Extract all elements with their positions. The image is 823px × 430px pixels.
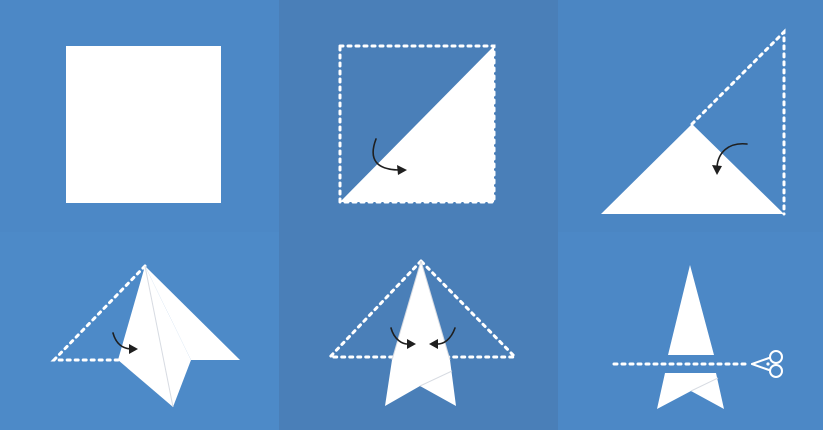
step-1-square bbox=[66, 46, 221, 203]
paper-square bbox=[66, 46, 221, 203]
